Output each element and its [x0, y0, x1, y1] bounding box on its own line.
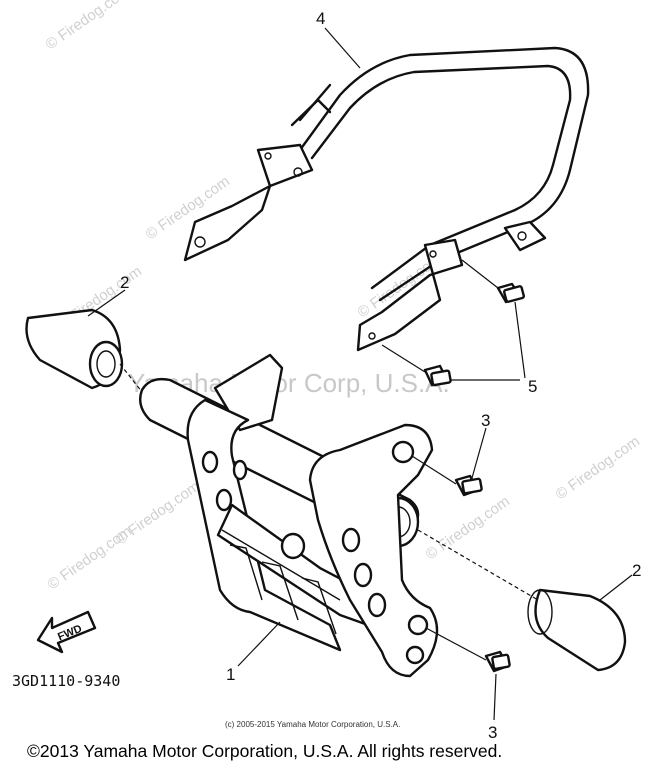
- bolt-hole-icon: [517, 231, 527, 241]
- part-1-front-bumper: [139, 353, 439, 678]
- bolt-hole-icon: [407, 614, 429, 636]
- copyright-small: (c) 2005-2015 Yamaha Motor Corporation, …: [225, 720, 400, 729]
- forward-direction-arrow-icon: FWD: [36, 610, 97, 654]
- callout-part-3-top: 3: [481, 411, 490, 430]
- drawing-code: 3GD1110-9340: [12, 672, 120, 690]
- bolt-icon: [423, 364, 452, 387]
- bolt-hole-icon: [368, 332, 376, 340]
- lightening-hole-icon: [280, 532, 306, 560]
- part-4-grab-bar: [183, 46, 590, 352]
- watermark-text: © Firedog.com: [45, 523, 136, 593]
- callout-part-3-bottom: 3: [488, 723, 497, 742]
- bolt-hole-icon: [264, 152, 272, 160]
- callout-part-2-right: 2: [632, 561, 641, 580]
- watermark-text: © Firedog.com: [423, 493, 514, 563]
- callout-labels: 1 2 2 3 3 4 5: [120, 9, 641, 742]
- callout-part-5: 5: [528, 377, 537, 396]
- bolt-icon: [496, 282, 525, 304]
- callout-part-2-left: 2: [120, 273, 129, 292]
- bolt-hole-icon: [293, 167, 303, 177]
- watermark-text: © Firedog.com: [43, 0, 134, 53]
- callout-part-4: 4: [316, 9, 325, 28]
- part-2-bar-end-right: [527, 588, 627, 672]
- copyright-main: ©2013 Yamaha Motor Corporation, U.S.A. A…: [27, 741, 502, 761]
- bolt-icon: [454, 474, 483, 497]
- watermark-text: © Firedog.com: [553, 433, 644, 503]
- bolt-icon: [484, 650, 511, 673]
- lightening-hole-icon: [232, 459, 248, 481]
- lightening-hole-icon: [215, 488, 233, 512]
- bolt-hole-icon: [429, 250, 437, 258]
- leader-lines: [87, 27, 633, 667]
- part-2-bar-end-left: [25, 308, 124, 390]
- part-5-bolts: [381, 259, 526, 387]
- bolt-hole-icon: [194, 236, 206, 248]
- lightening-hole-icon: [201, 450, 219, 474]
- bolt-hole-icon: [391, 440, 415, 464]
- lightening-hole-icon: [353, 562, 373, 588]
- lightening-hole-icon: [341, 527, 361, 553]
- lightening-hole-icon: [367, 592, 387, 618]
- callout-part-1: 1: [226, 665, 235, 684]
- part-3-bolts: [411, 427, 511, 721]
